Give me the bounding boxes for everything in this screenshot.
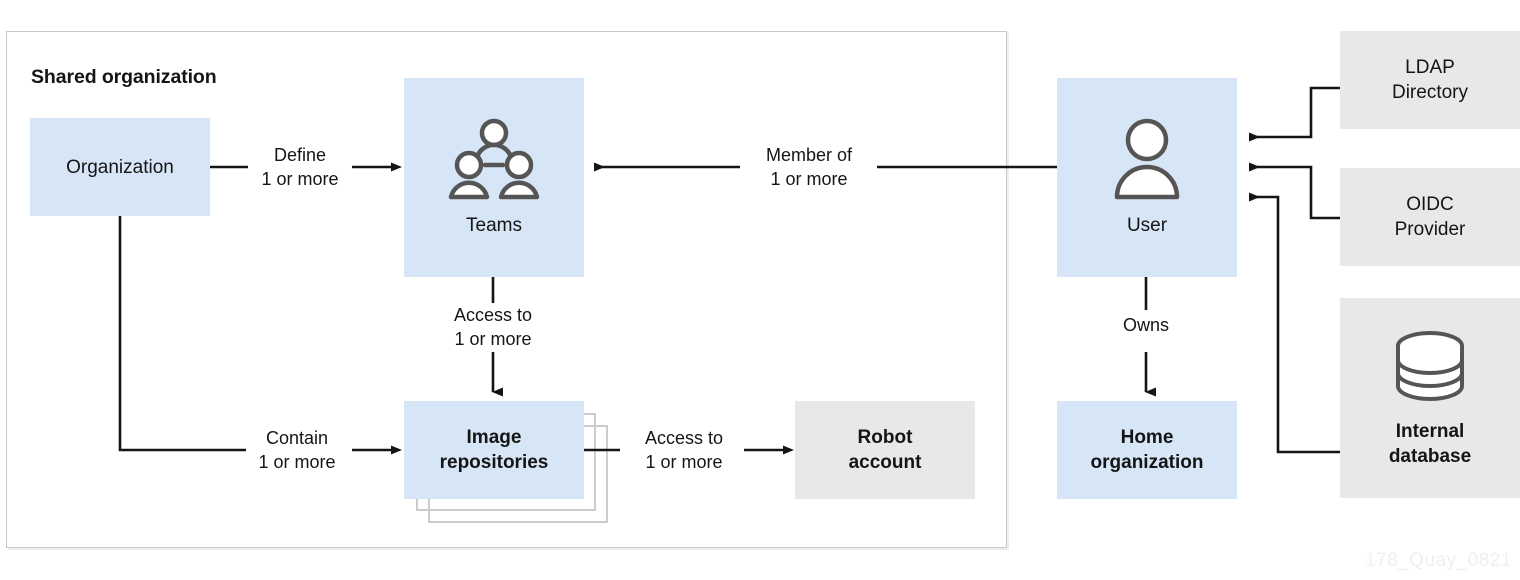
node-teams-label: Teams <box>466 214 522 236</box>
edge-internal-database-to-user <box>1249 192 1340 454</box>
shared-organization-frame <box>6 31 1007 548</box>
edge-oidc-to-user <box>1249 162 1340 220</box>
node-ldap-directory-label: LDAP Directory <box>1391 57 1468 103</box>
node-image-repositories[interactable]: Image repositories <box>404 401 584 499</box>
team-people-icon <box>446 118 542 205</box>
edge-label-teams-access: Access to 1 or more <box>433 303 553 351</box>
node-user-label: User <box>1126 214 1168 236</box>
node-image-repositories-label: Image repositories <box>439 427 549 473</box>
node-organization[interactable]: Organization <box>30 118 210 216</box>
database-cylinder-icon <box>1388 328 1472 411</box>
node-robot-account[interactable]: Robot account <box>795 401 975 499</box>
edge-ldap-to-user <box>1249 86 1340 142</box>
shared-organization-title: Shared organization <box>31 66 217 88</box>
node-home-organization-label: Home organization <box>1090 427 1204 473</box>
watermark-label: 178_Quay_0821 <box>1364 550 1512 571</box>
node-organization-label: Organization <box>66 156 174 178</box>
node-home-organization[interactable]: Home organization <box>1057 401 1237 499</box>
node-internal-database[interactable]: Internal database <box>1340 298 1520 498</box>
node-internal-database-label: Internal database <box>1388 420 1472 467</box>
node-ldap-directory[interactable]: LDAP Directory <box>1340 31 1520 129</box>
edge-label-define: Define 1 or more <box>240 143 360 191</box>
node-robot-account-label: Robot account <box>848 427 922 473</box>
node-oidc-provider-label: OIDC Provider <box>1394 194 1466 240</box>
edge-label-repos-access: Access to 1 or more <box>623 426 745 474</box>
edge-label-contain: Contain 1 or more <box>237 426 357 474</box>
edge-label-member-of: Member of 1 or more <box>740 143 878 191</box>
user-person-icon <box>1111 118 1183 205</box>
edge-label-owns: Owns <box>1106 313 1186 337</box>
node-oidc-provider[interactable]: OIDC Provider <box>1340 168 1520 266</box>
node-user[interactable]: User <box>1057 78 1237 277</box>
node-teams[interactable]: Teams <box>404 78 584 277</box>
